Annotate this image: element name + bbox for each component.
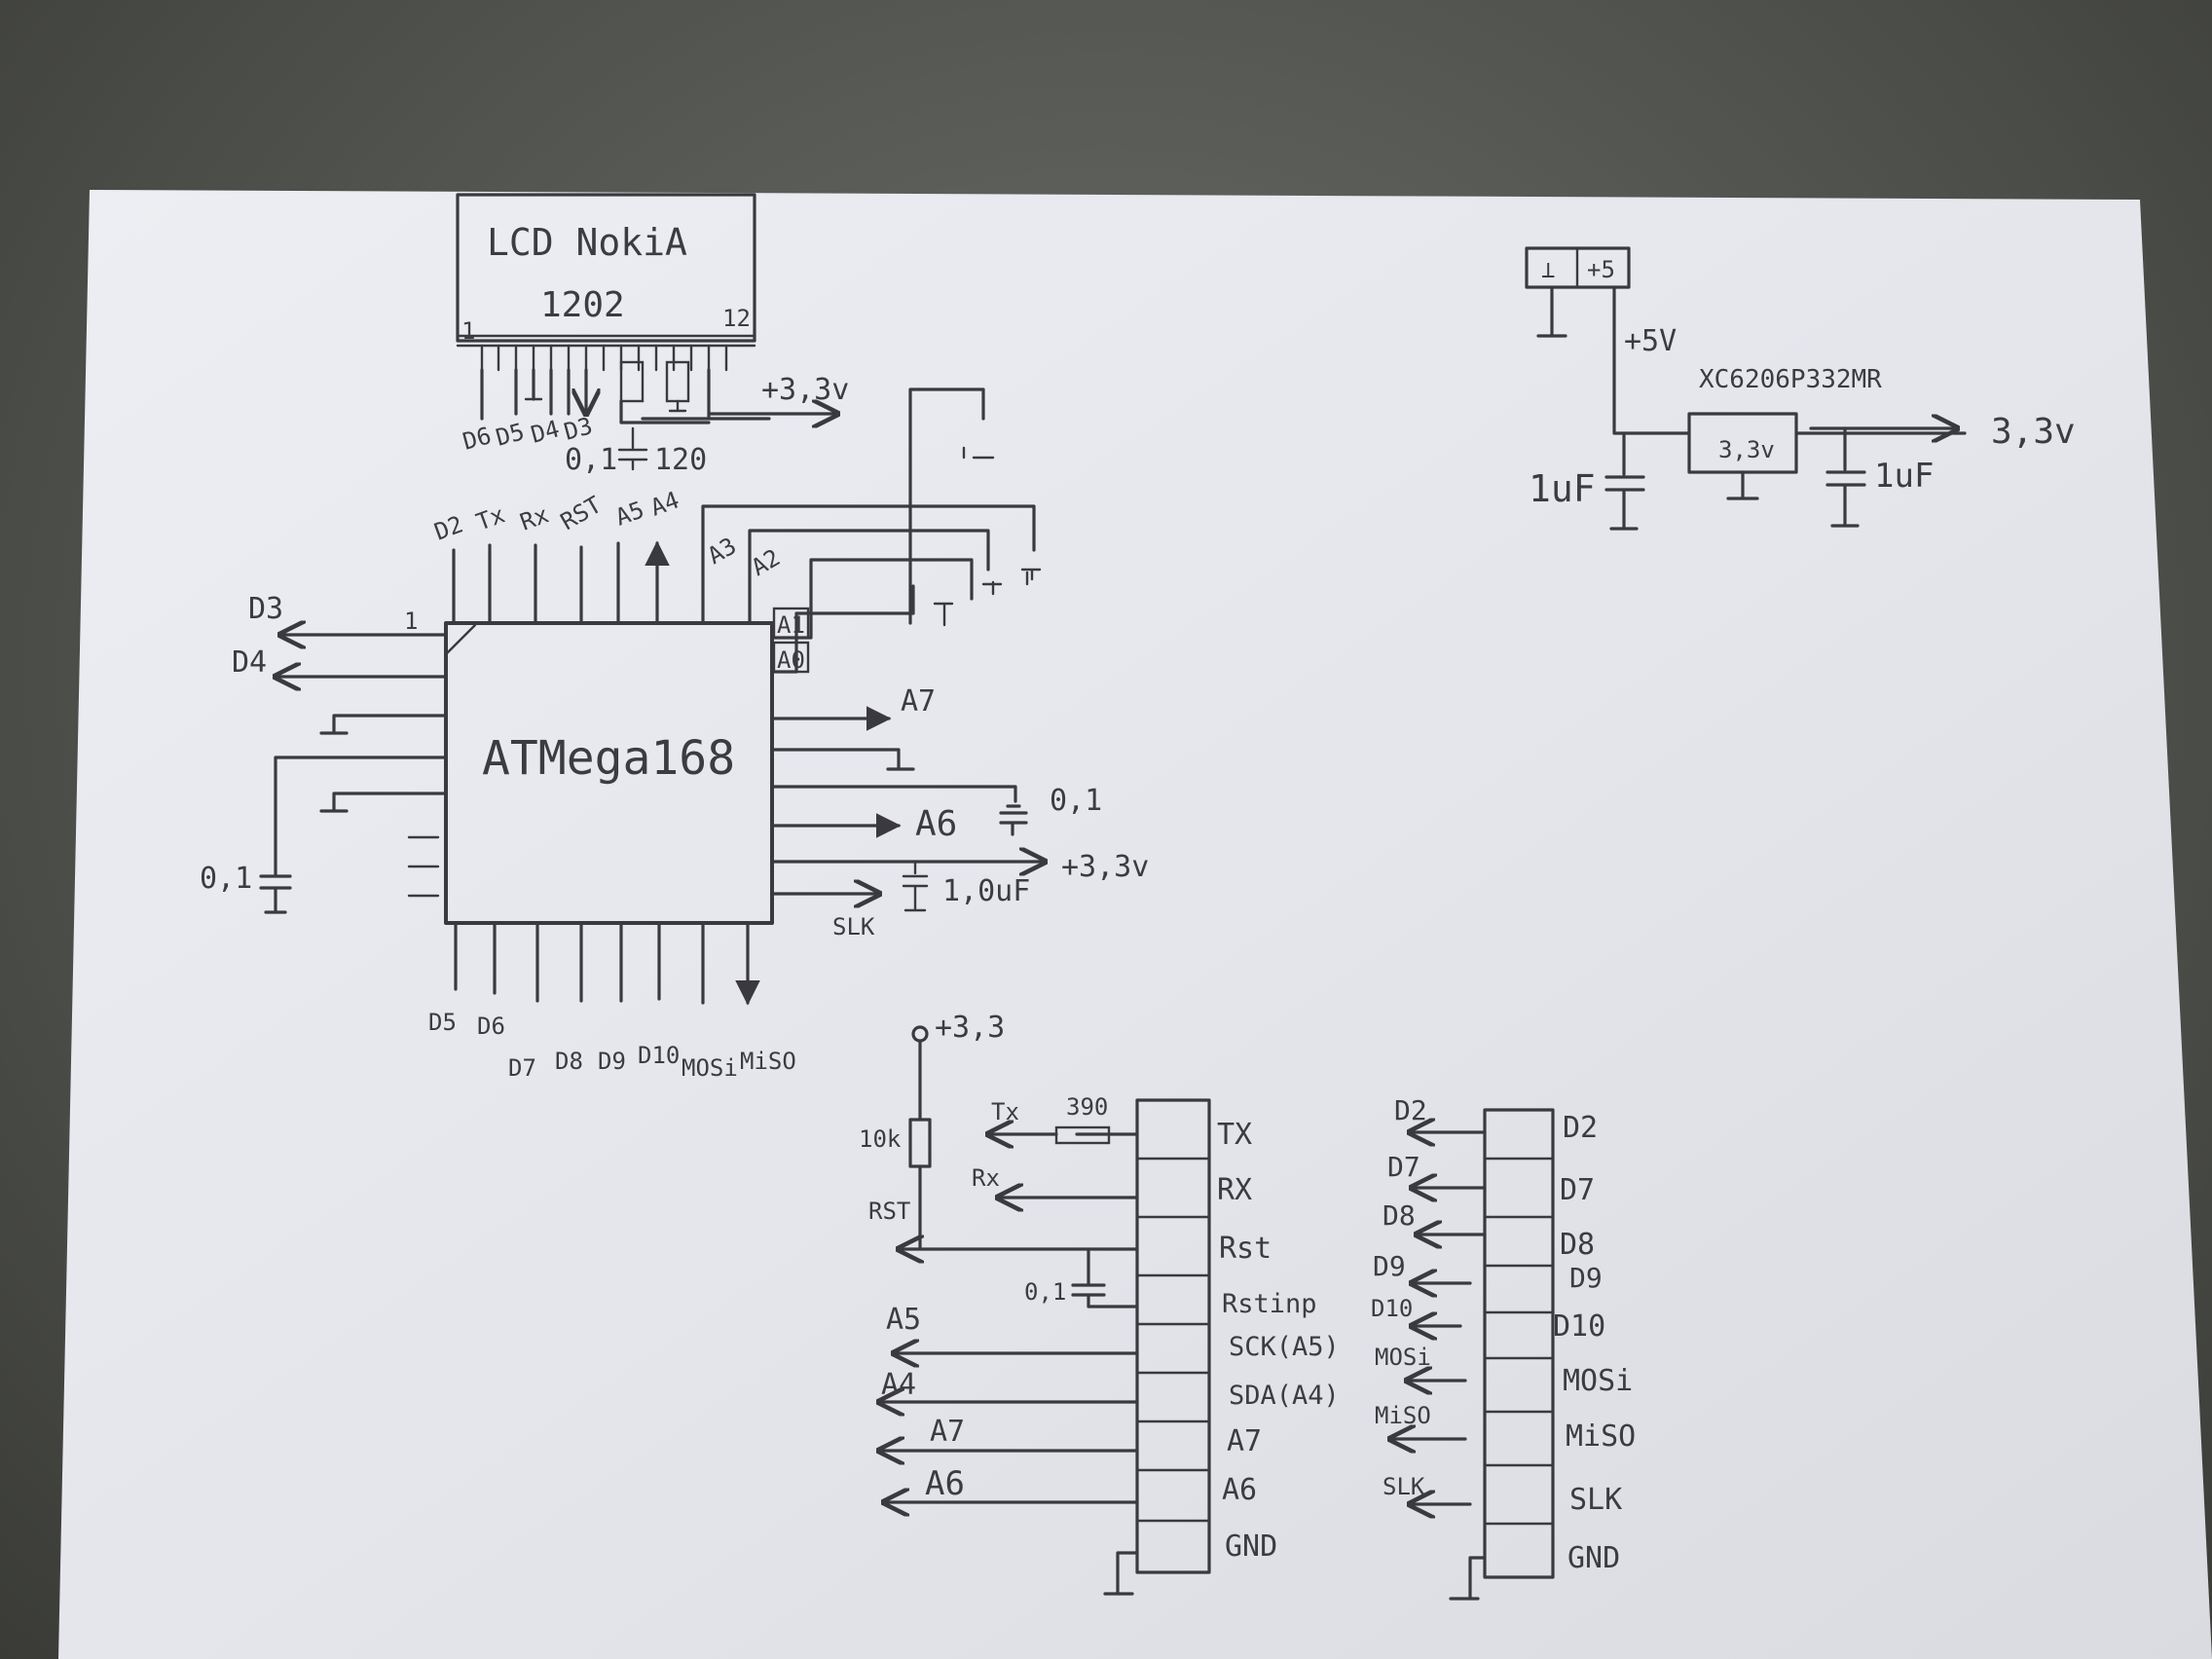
h2-left-label: D7 xyxy=(1387,1151,1420,1183)
mcu-chip: ATMega168 1 D2 Tx Rx RST A5 A4 A3 A2 A1 … xyxy=(200,387,1149,1082)
h1-pin-label: TX xyxy=(1217,1118,1252,1152)
mcu-right-label: A7 xyxy=(901,684,936,719)
lcd-supply-label: +3,3v xyxy=(761,373,849,407)
lcd-module: LCD NokiA 1202 1 12 +3,3v 0,1 120 D6 D5 … xyxy=(456,193,849,477)
h1-pin-label: GND xyxy=(1225,1530,1277,1564)
reg-cap-in: 1uF xyxy=(1529,467,1596,510)
mcu-top-right-label: A0 xyxy=(777,646,805,674)
mcu-left-label: D3 xyxy=(248,592,283,626)
header-1: +3,3 10k 390 Tx Rx RST 0,1 A5 A4 A7 A6 T… xyxy=(859,1011,1340,1596)
mcu-bottom-label: D5 xyxy=(428,1009,457,1036)
mcu-right-cap1: 0,1 xyxy=(1050,784,1102,818)
h1-resistor-label: 10k xyxy=(859,1125,902,1153)
lcd-cap-label: 0,1 xyxy=(565,443,617,477)
h2-pin-label: D2 xyxy=(1563,1111,1598,1145)
h1-left-label: 0,1 xyxy=(1024,1278,1066,1306)
header-2: D2 D7 D8 D9 D10 MOSi MiSO SLK D2 D7 D8 D… xyxy=(1371,1094,1636,1601)
h2-pin-label: D8 xyxy=(1560,1228,1595,1262)
h1-txres-label: 390 xyxy=(1066,1093,1108,1121)
mcu-bottom-label: D6 xyxy=(477,1013,505,1040)
h1-left-label: RST xyxy=(868,1198,910,1225)
reg-out-label: 3,3v xyxy=(1991,412,2076,452)
reg-cap-out: 1uF xyxy=(1874,457,1934,496)
lcd-pin-last: 12 xyxy=(722,305,751,332)
h2-pin-label: D7 xyxy=(1560,1173,1595,1207)
h1-left-label: A4 xyxy=(881,1368,916,1402)
h1-supply-label: +3,3 xyxy=(935,1011,1005,1045)
mcu-pin1-label: 1 xyxy=(404,608,418,635)
mcu-right-label: A6 xyxy=(915,804,957,844)
h1-pin-label: Rstinp xyxy=(1222,1289,1317,1319)
lcd-model: 1202 xyxy=(540,285,625,325)
mcu-right-cap2: 1,0uF xyxy=(942,874,1030,908)
mcu-bottom-label: MiSO xyxy=(740,1048,796,1075)
h2-pin-label: D9 xyxy=(1569,1262,1603,1294)
mcu-bottom-label: D9 xyxy=(598,1048,626,1075)
h2-pin-label: GND xyxy=(1567,1541,1620,1575)
mcu-bottom-label: D8 xyxy=(555,1048,583,1075)
mcu-left-label: D4 xyxy=(232,645,267,680)
h2-left-label: MiSO xyxy=(1375,1402,1431,1429)
h2-pin-label: SLK xyxy=(1569,1483,1622,1517)
reg-conn-plus: +5 xyxy=(1587,256,1615,283)
header1-body xyxy=(1135,1098,1211,1574)
h1-pin-label: Rst xyxy=(1219,1232,1272,1266)
h2-pin-label: MOSi xyxy=(1563,1364,1633,1398)
h2-left-label: D2 xyxy=(1394,1094,1427,1126)
h2-pin-label: MiSO xyxy=(1566,1419,1636,1454)
mcu-bottom-label: D7 xyxy=(508,1054,536,1082)
h1-pin-label: SCK(A5) xyxy=(1229,1332,1340,1362)
reg-conn-gnd: ⊥ xyxy=(1541,256,1555,283)
h1-left-label: A7 xyxy=(930,1415,965,1449)
paper-sheet xyxy=(58,190,2212,1659)
h1-pin-label: SDA(A4) xyxy=(1229,1381,1340,1411)
mcu-body xyxy=(444,621,774,925)
mcu-left-cap: 0,1 xyxy=(200,862,252,896)
lcd-res-label: 120 xyxy=(654,443,707,477)
mcu-right-supply: +3,3v xyxy=(1061,850,1149,884)
reg-body xyxy=(1687,412,1798,474)
h1-left-label: Rx xyxy=(972,1164,1000,1192)
h2-pin-label: D10 xyxy=(1553,1309,1605,1344)
h1-left-label: Tx xyxy=(991,1098,1019,1125)
lcd-outline xyxy=(456,193,756,343)
mcu-right-label: SLK xyxy=(832,913,875,940)
regulator-circuit: ⊥ +5 +5V XC6206P332MR 3,3v 3,3v 1uF 1uF xyxy=(1525,246,2076,531)
mcu-bottom-label: D10 xyxy=(638,1042,680,1069)
h2-left-label: MOSi xyxy=(1375,1344,1431,1371)
h2-left-label: D10 xyxy=(1371,1295,1413,1322)
h2-left-label: D8 xyxy=(1382,1199,1416,1232)
h2-left-label: D9 xyxy=(1373,1250,1406,1282)
h1-pin-label: A6 xyxy=(1222,1473,1257,1507)
h1-left-label: A5 xyxy=(886,1303,921,1337)
lcd-title: LCD NokiA xyxy=(487,221,687,264)
mcu-bottom-label: MOSi xyxy=(682,1054,738,1082)
h1-pin-label: RX xyxy=(1217,1173,1252,1207)
reg-part-label: XC6206P332MR xyxy=(1699,365,1882,394)
header2-body xyxy=(1483,1108,1555,1579)
h1-left-label: A6 xyxy=(925,1464,965,1503)
h1-pin-label: A7 xyxy=(1227,1424,1262,1458)
h2-left-label: SLK xyxy=(1382,1473,1425,1500)
reg-body-label: 3,3v xyxy=(1718,436,1775,463)
lcd-pin-first: 1 xyxy=(461,317,475,345)
mcu-top-right-label: A1 xyxy=(777,611,805,639)
mcu-name: ATMega168 xyxy=(482,731,735,786)
reg-in-label: +5V xyxy=(1624,324,1677,358)
